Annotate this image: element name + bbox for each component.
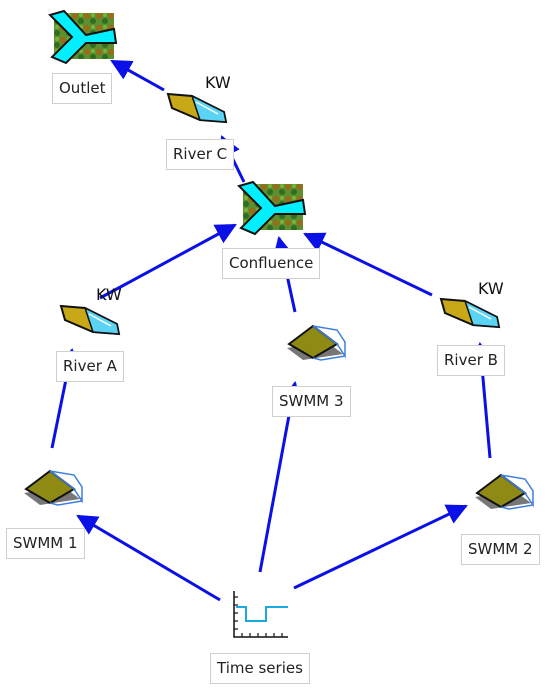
edge-river_a-to-confluence [99,223,237,300]
river-b-label: River B [437,345,505,376]
swmm-3-label: SWMM 3 [272,386,351,417]
edge-timeseries-to-swmm1 [76,514,221,602]
confluence-junction-icon[interactable] [237,180,307,236]
time-series-icon[interactable] [233,591,288,638]
edge-river_b-to-confluence [303,232,433,297]
river-a-kw-badge: KW [96,285,122,304]
swmm-1-label: SWMM 1 [6,528,85,559]
time-series-label: Time series [210,653,310,684]
outlet-junction-icon[interactable] [48,9,118,65]
river-a-channel-icon[interactable] [59,304,121,336]
swmm-1-catchment-icon[interactable] [24,469,83,506]
swmm-3-catchment-icon[interactable] [287,324,346,361]
outlet-label: Outlet [52,73,113,104]
river-c-kw-badge: KW [205,73,231,92]
confluence-label: Confluence [222,248,321,279]
edge-timeseries-to-swmm2 [293,504,468,590]
river-b-kw-badge: KW [478,279,504,298]
swmm-2-label: SWMM 2 [461,534,540,565]
edge-river_c-to-outlet [110,59,165,92]
swmm-2-catchment-icon[interactable] [475,473,534,510]
river-c-label: River C [166,139,235,170]
river-b-channel-icon[interactable] [439,297,501,329]
river-a-label: River A [56,351,124,382]
river-c-channel-icon[interactable] [166,92,228,124]
